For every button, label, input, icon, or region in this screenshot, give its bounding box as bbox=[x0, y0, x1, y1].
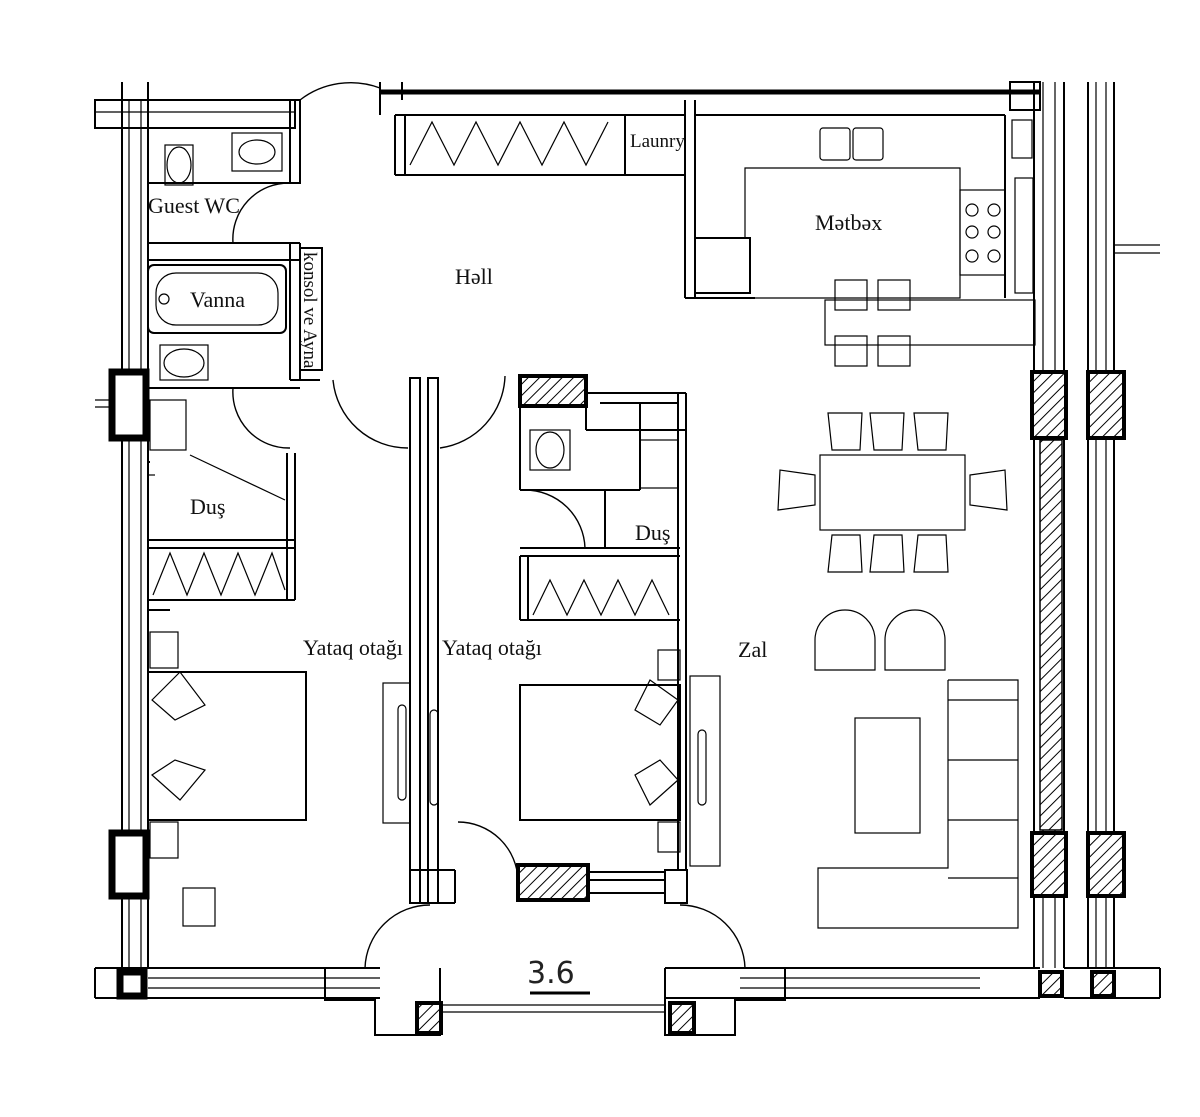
label-dus-left: Duş bbox=[190, 494, 225, 519]
fixtures bbox=[147, 119, 1036, 929]
label-yataq-left: Yataq otağı bbox=[303, 635, 403, 660]
label-guest-wc: Guest WC bbox=[148, 193, 240, 218]
label-vanna: Vanna bbox=[190, 287, 245, 312]
label-holl: Həll bbox=[455, 264, 493, 289]
unit-number: 3.6 bbox=[527, 956, 575, 991]
columns bbox=[108, 368, 1126, 1035]
doors bbox=[232, 81, 746, 969]
label-metbex: Mətbəx bbox=[815, 210, 882, 235]
interior-walls bbox=[148, 99, 1006, 904]
label-dus-right: Duş bbox=[635, 520, 670, 545]
label-zal: Zal bbox=[738, 637, 767, 662]
label-yataq-right: Yataq otağı bbox=[442, 635, 542, 660]
label-konsol: konsol ve Ayna bbox=[299, 252, 320, 369]
room-labels: Guest WC Vanna konsol ve Ayna Həll Launr… bbox=[148, 131, 882, 995]
wardrobes bbox=[152, 120, 670, 617]
label-launry: Launry bbox=[630, 131, 685, 152]
